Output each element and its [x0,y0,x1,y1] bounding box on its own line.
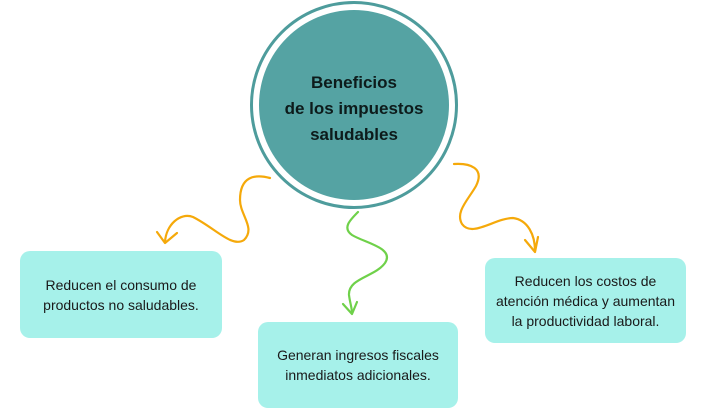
benefit-text: Generan ingresos fiscales inmediatos adi… [277,347,439,383]
central-topic-circle: Beneficios de los impuestos saludables [250,1,458,209]
benefit-box-health-costs: Reducen los costos de atención médica y … [485,258,686,343]
arrow-middle [341,210,389,316]
benefit-box-reduce-consumption: Reducen el consumo de productos no salud… [20,251,222,338]
arrow-left [155,175,272,245]
central-topic-title: Beneficios de los impuestos saludables [284,73,424,144]
arrow-right [452,162,540,254]
benefit-text: Reducen el consumo de productos no salud… [43,276,199,313]
benefit-text: Reducen los costos de atención médica y … [496,272,675,329]
central-topic-fill: Beneficios de los impuestos saludables [259,10,449,200]
benefit-box-fiscal-revenue: Generan ingresos fiscales inmediatos adi… [258,322,458,408]
